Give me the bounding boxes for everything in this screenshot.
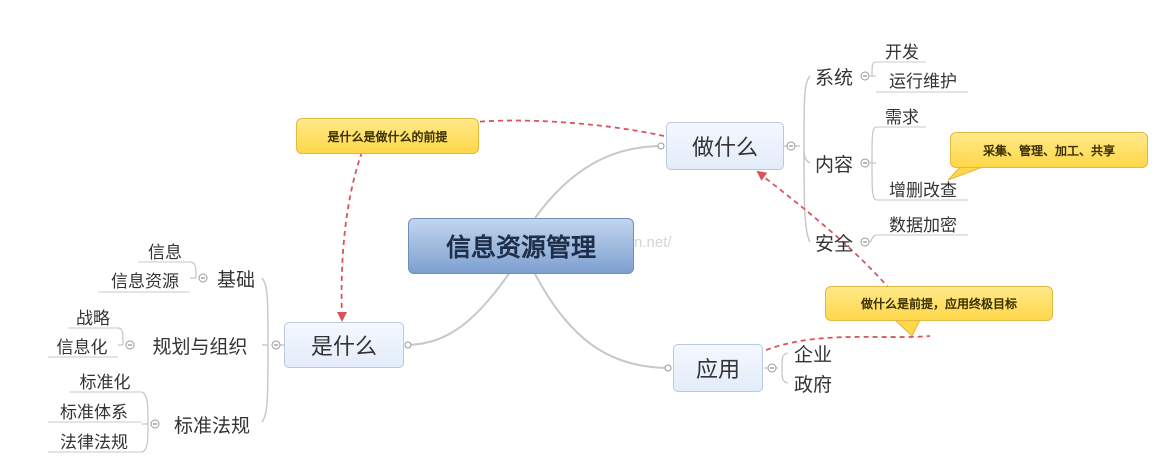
relation-arrow-premise — [340, 119, 665, 319]
callout-tail-goal — [893, 319, 921, 337]
leaf-underlines-right — [876, 61, 968, 236]
group-basic[interactable]: 基础 — [216, 268, 255, 291]
branch-what[interactable]: 是什么 — [284, 322, 404, 368]
connector-plan-items — [117, 327, 124, 346]
group-content[interactable]: 内容 — [814, 153, 853, 176]
leaf-operation[interactable]: 运行维护 — [889, 71, 957, 92]
connector-do-groups — [784, 75, 811, 243]
connector-root-apply — [534, 273, 671, 369]
group-system[interactable]: 系统 — [814, 66, 853, 89]
connector-what-groups — [261, 277, 284, 423]
leaf-info-resource[interactable]: 信息资源 — [111, 271, 179, 292]
connector-root-do — [534, 145, 664, 219]
leaf-standard-system[interactable]: 标准体系 — [60, 402, 128, 423]
group-standards[interactable]: 标准法规 — [173, 414, 250, 437]
leaf-government[interactable]: 政府 — [793, 373, 832, 396]
leaf-enterprise[interactable]: 企业 — [793, 343, 832, 366]
branch-apply[interactable]: 应用 — [673, 344, 763, 392]
connector-root-what — [404, 271, 511, 346]
callout-premise[interactable]: 是什么是做什么的前提 — [296, 118, 479, 154]
branch-do[interactable]: 做什么 — [666, 122, 784, 170]
leaf-crud[interactable]: 增删改查 — [889, 180, 957, 201]
callout-content-ops[interactable]: 采集、管理、加工、共享 — [950, 132, 1148, 168]
callout-goal[interactable]: 做什么是前提，应用终极目标 — [825, 286, 1053, 321]
leaf-encryption[interactable]: 数据加密 — [889, 215, 957, 236]
connector-content-items — [870, 126, 877, 201]
group-plan[interactable]: 规划与组织 — [152, 335, 248, 358]
relation-arrow-goal-head — [756, 170, 768, 181]
connector-security-items — [869, 234, 877, 243]
connector-std-items — [141, 391, 149, 453]
leaf-standardization[interactable]: 标准化 — [79, 372, 131, 393]
leaf-develop[interactable]: 开发 — [885, 42, 919, 63]
leaf-requirement[interactable]: 需求 — [885, 107, 919, 128]
leaf-strategy[interactable]: 战略 — [76, 308, 110, 329]
leaf-informatization[interactable]: 信息化 — [56, 337, 108, 358]
leaf-info[interactable]: 信息 — [148, 242, 182, 263]
connector-system-items — [870, 61, 877, 77]
leaf-underlines-left — [48, 261, 190, 453]
leaf-laws[interactable]: 法律法规 — [60, 432, 128, 453]
watermark: n.net/ — [634, 234, 672, 251]
collapse-minus-signs — [128, 75, 867, 425]
connector-basic-items — [189, 261, 197, 279]
group-security[interactable]: 安全 — [814, 232, 853, 255]
central-topic[interactable]: 信息资源管理 — [408, 218, 634, 274]
